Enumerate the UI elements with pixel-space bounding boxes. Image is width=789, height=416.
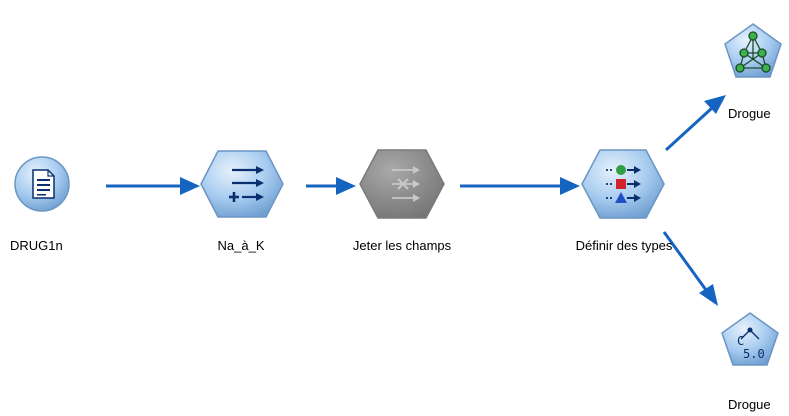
connection-filter-type[interactable] — [460, 177, 580, 195]
type-icon — [606, 165, 641, 203]
node-source[interactable] — [14, 156, 70, 212]
node-type-label: Définir des types — [575, 238, 673, 253]
file-icon — [32, 169, 55, 199]
neural-net-icon — [735, 31, 771, 73]
node-filter-label: Jeter les champs — [352, 238, 452, 253]
derive-icon — [229, 166, 264, 202]
connection-type-c50[interactable] — [662, 231, 718, 306]
filter-icon — [392, 166, 420, 202]
c50-badge: 5.0 — [743, 347, 765, 361]
node-neural-label: Drogue — [728, 106, 771, 121]
node-c50[interactable]: C 5.0 — [721, 312, 779, 366]
connection-source-derive[interactable] — [106, 177, 200, 195]
c50-icon: C 5.0 — [737, 327, 765, 361]
connection-type-neural[interactable] — [664, 95, 726, 152]
svg-text:C: C — [737, 334, 744, 348]
node-derive-label: Na_à_K — [217, 238, 265, 253]
node-c50-label: Drogue — [728, 397, 771, 412]
node-filter[interactable] — [359, 149, 445, 219]
node-source-label: DRUG1n — [10, 238, 63, 253]
node-type[interactable] — [581, 149, 665, 219]
node-derive[interactable] — [200, 150, 284, 218]
connection-derive-filter[interactable] — [306, 177, 356, 195]
node-neural[interactable] — [724, 23, 782, 78]
